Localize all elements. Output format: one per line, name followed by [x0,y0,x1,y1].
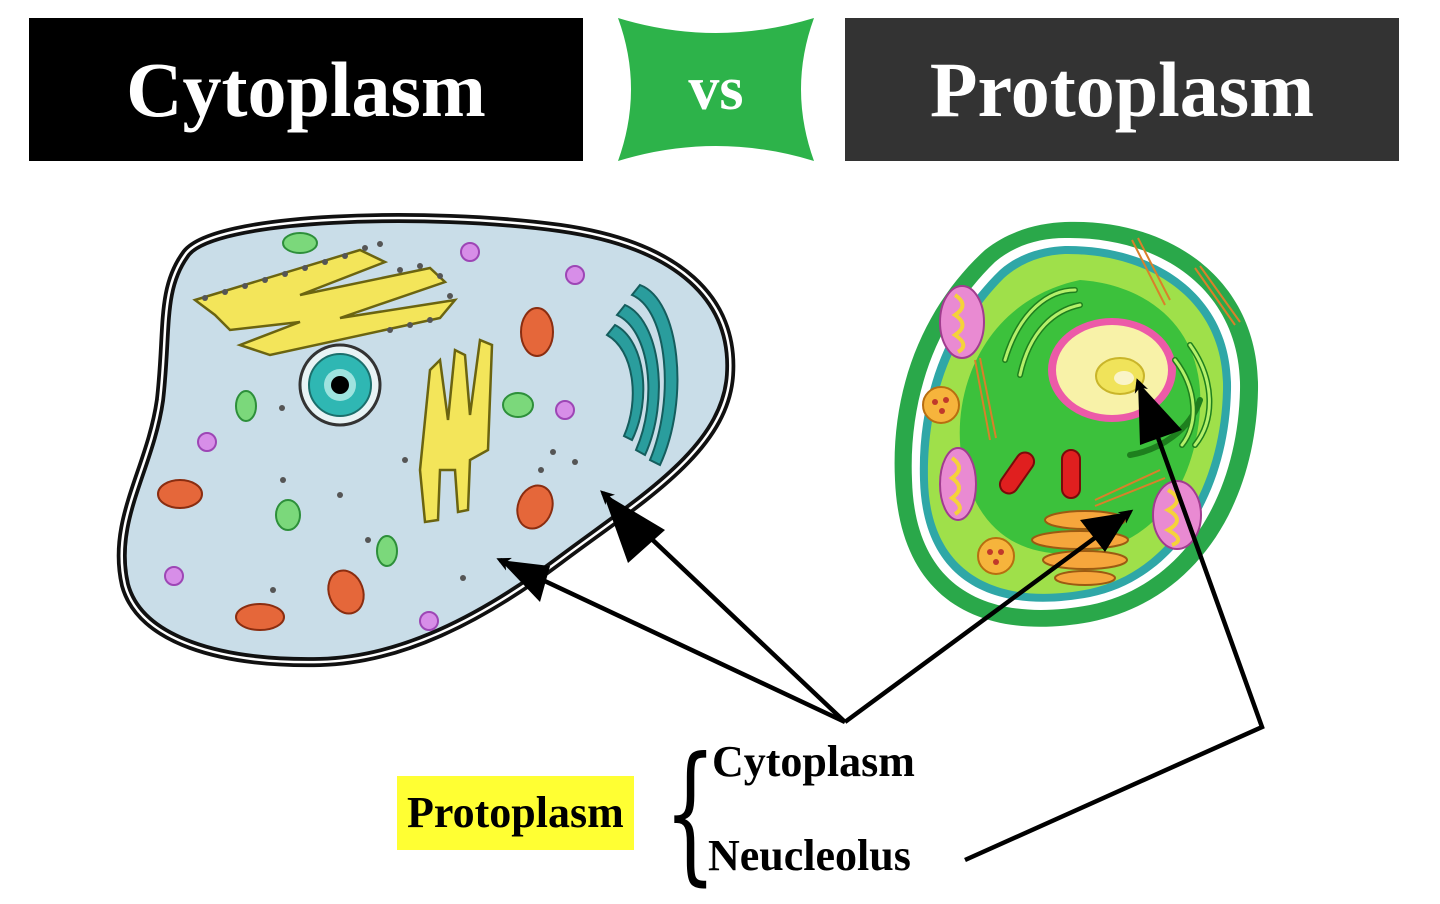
peroxisome-icon [922,386,1015,575]
mitochondria-icon [157,307,554,631]
lysosome-icon [164,242,585,631]
animal-cell-icon [116,213,736,668]
cytoplasm-title-text: Cytoplasm [126,45,486,133]
vs-badge-icon [618,18,814,161]
cytoplasm-label-text: Cytoplasm [712,737,915,786]
vesicle-icon [235,232,534,567]
plant-er-light-icon [1003,288,1211,447]
neucleolus-label: Neucleolus [708,828,911,884]
protoplasm-title: Protoplasm [845,18,1399,161]
cytoplasm-title: Cytoplasm [29,18,583,161]
neucleolus-label-text: Neucleolus [708,831,911,880]
protoplasm-title-text: Protoplasm [929,45,1315,133]
vs-text: vs [688,55,744,123]
arrow-heads [500,382,1182,602]
cytoplasm-label: Cytoplasm [712,734,915,790]
brace-icon: { [664,726,717,900]
protoplasm-label-text: Protoplasm [407,788,624,837]
plant-cell-icon [894,221,1259,627]
protoplasm-label: Protoplasm [397,776,634,850]
arrow-lines [496,378,1265,863]
rough-er-stack-icon [605,283,679,467]
ribosome-rod-icon [998,449,1081,499]
endoplasmic-reticulum-icon [192,241,459,357]
golgi-apparatus-icon [418,338,494,524]
arrow-to-cytoplasm-left-1 [496,557,846,725]
chloroplast-icon [939,285,1202,550]
vs-label: vs [618,18,814,161]
nucleus-icon [298,343,382,427]
arrow-to-cytoplasm-right [843,509,1134,724]
arrow-to-neucleolus [964,378,1265,863]
